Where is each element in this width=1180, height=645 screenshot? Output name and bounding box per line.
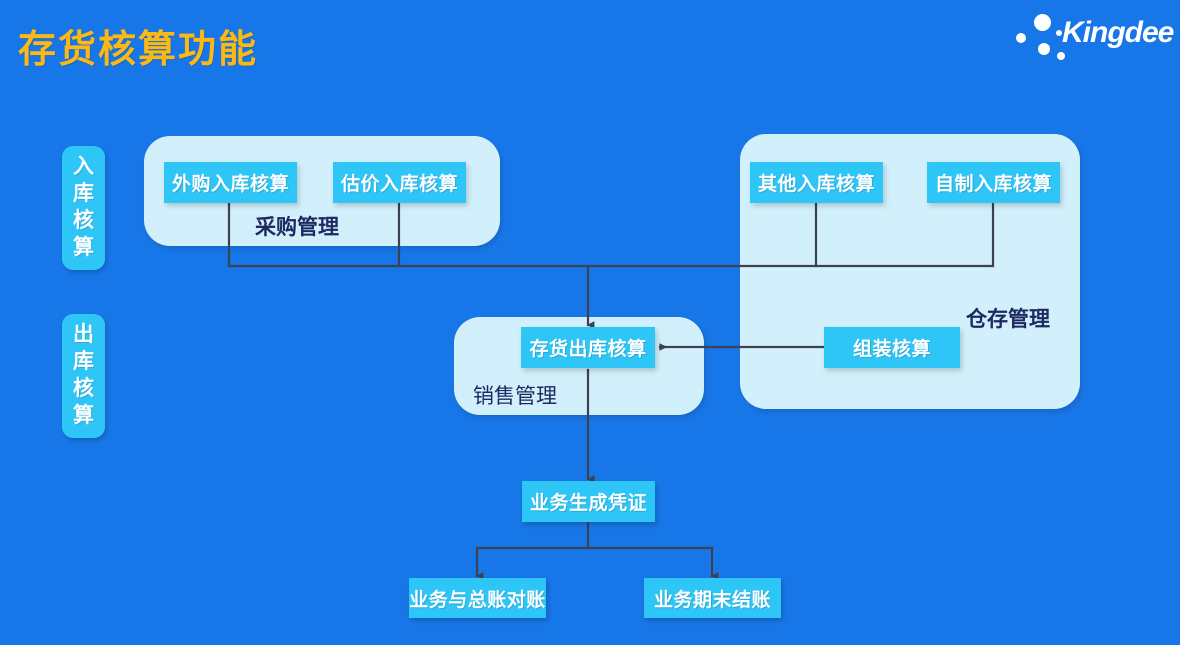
node-period-end-closing[interactable]: 业务期末结账 xyxy=(644,578,781,618)
logo-dot-icon xyxy=(1038,43,1050,55)
logo-dot-icon xyxy=(1034,14,1051,31)
sidebar-label-char: 入 xyxy=(73,155,94,178)
logo-dot-icon xyxy=(1056,30,1062,36)
group-label-sales-management: 销售管理 xyxy=(473,385,557,408)
node-label: 估价入库核算 xyxy=(340,174,458,195)
sidebar-label-char: 出 xyxy=(73,323,94,346)
logo-wordmark: Kingdee xyxy=(1062,16,1174,49)
sidebar-label-char: 库 xyxy=(73,349,94,373)
logo-dot-icon xyxy=(1016,33,1026,43)
node-purchased-inbound[interactable]: 外购入库核算 xyxy=(164,162,297,203)
sidebar-label-char: 算 xyxy=(73,403,94,427)
node-label: 组装核算 xyxy=(852,339,931,360)
group-label-purchase-management: 采购管理 xyxy=(255,216,339,239)
node-assembly-accounting[interactable]: 组装核算 xyxy=(824,327,960,368)
sidebar-label-char: 核 xyxy=(73,376,94,400)
node-gl-reconciliation[interactable]: 业务与总账对账 xyxy=(409,578,546,618)
sidebar-item-inbound-accounting[interactable]: 入 库 核 算 xyxy=(62,146,105,270)
node-label: 外购入库核算 xyxy=(171,174,289,195)
sidebar-label-char: 核 xyxy=(73,208,94,232)
logo-dot-icon xyxy=(1057,52,1065,60)
node-label: 存货出库核算 xyxy=(529,339,647,360)
node-generate-voucher[interactable]: 业务生成凭证 xyxy=(522,481,655,522)
node-label: 自制入库核算 xyxy=(934,174,1052,195)
node-other-inbound[interactable]: 其他入库核算 xyxy=(750,162,883,203)
node-label: 业务与总账对账 xyxy=(409,589,546,611)
node-estimated-inbound[interactable]: 估价入库核算 xyxy=(333,162,466,203)
group-label-warehouse-management: 仓存管理 xyxy=(966,308,1050,331)
sidebar-label-char: 算 xyxy=(73,235,94,259)
sidebar-item-outbound-accounting[interactable]: 出 库 核 算 xyxy=(62,314,105,438)
node-label: 业务期末结账 xyxy=(653,589,771,611)
page-title: 存货核算功能 xyxy=(18,29,259,71)
sidebar-label-char: 库 xyxy=(73,181,94,205)
kingdee-logo: Kingdee xyxy=(1000,8,1174,60)
node-self-made-inbound[interactable]: 自制入库核算 xyxy=(927,162,1060,203)
node-label: 业务生成凭证 xyxy=(529,493,647,514)
node-inventory-outbound[interactable]: 存货出库核算 xyxy=(521,327,655,368)
node-label: 其他入库核算 xyxy=(757,174,875,195)
